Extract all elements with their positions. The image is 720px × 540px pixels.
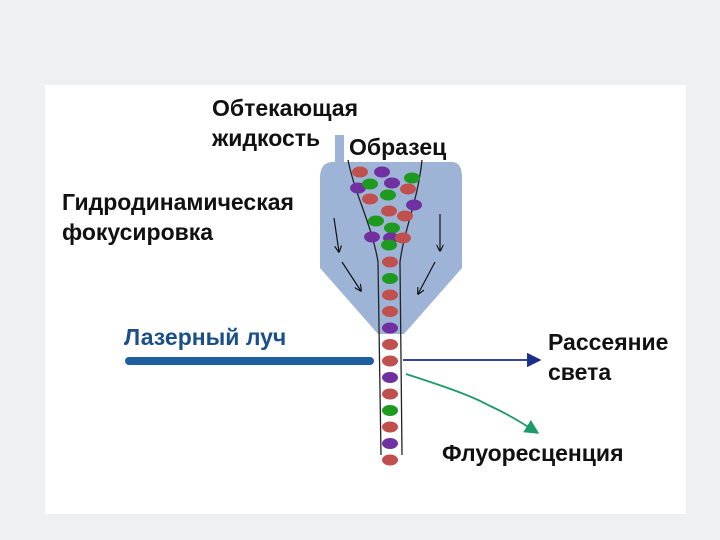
cell-green [368,215,384,227]
cell-purple [350,182,366,194]
cell-red [382,421,398,433]
cell-red [400,183,416,195]
cell-purple [382,372,398,383]
sheath-flow-arrow [341,261,361,291]
light-scatter-label: Рассеяние света [548,327,668,387]
cell-purple [374,166,390,178]
sample-cells-cluster [350,166,422,251]
cell-red [397,210,413,222]
sheath-fluid-label-line1: Обтекающая [212,95,358,121]
cell-red [382,256,398,268]
cell-red [362,193,378,205]
laser-label: Лазерный луч [124,324,287,350]
sheath-flow-arrow [333,217,339,252]
cell-red [381,205,397,217]
cell-red [382,355,398,367]
cell-green [382,273,398,284]
cell-purple [364,231,380,243]
sample-injection-tube [335,135,344,163]
light-scatter-label-line2: света [548,359,612,385]
stream-wall-left [347,159,382,456]
cell-green [362,178,378,190]
fluorescence-arrow [405,373,540,434]
cell-red [395,232,411,244]
sheath-flow-arrow [418,261,436,294]
cell-red [382,339,398,350]
cell-red [382,289,398,301]
focused-cell-stream [382,256,398,466]
cell-red [352,166,368,178]
cell-green [381,239,397,251]
sheath-fluid-label-line2: жидкость [212,125,321,151]
sample-label: Образец [349,134,447,160]
cell-red [382,388,398,400]
cell-purple [382,322,398,334]
focusing-label-line1: Гидродинамическая [62,189,294,215]
focusing-label-line2: фокусировка [62,219,214,245]
light-scatter-label-line1: Рассеяние [548,329,669,355]
cell-red [382,306,398,317]
cell-purple [384,177,400,189]
cell-purple [382,438,398,449]
cell-green [380,189,396,201]
cell-red [382,454,398,466]
fluorescence-label: Флуоресценция [442,440,624,466]
focusing-label: Гидродинамическая фокусировка [62,187,294,247]
sheath-fluid-label: Обтекающая жидкость [212,93,358,153]
cell-green [404,172,420,184]
cell-green [384,222,400,234]
cell-purple [406,199,422,211]
cell-green [382,405,398,416]
